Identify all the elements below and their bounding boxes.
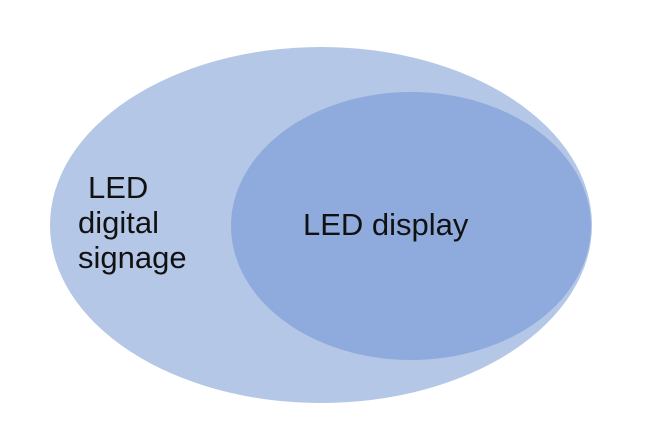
outer-set-label-line-1: LED <box>88 170 149 205</box>
outer-set-label-line-3: signage <box>78 240 187 275</box>
outer-set-label: LED digital signage <box>78 170 238 275</box>
inner-set-label: LED display <box>303 207 469 242</box>
inner-set-ellipse <box>231 92 591 360</box>
outer-set-label-line-2: digital <box>78 205 159 240</box>
